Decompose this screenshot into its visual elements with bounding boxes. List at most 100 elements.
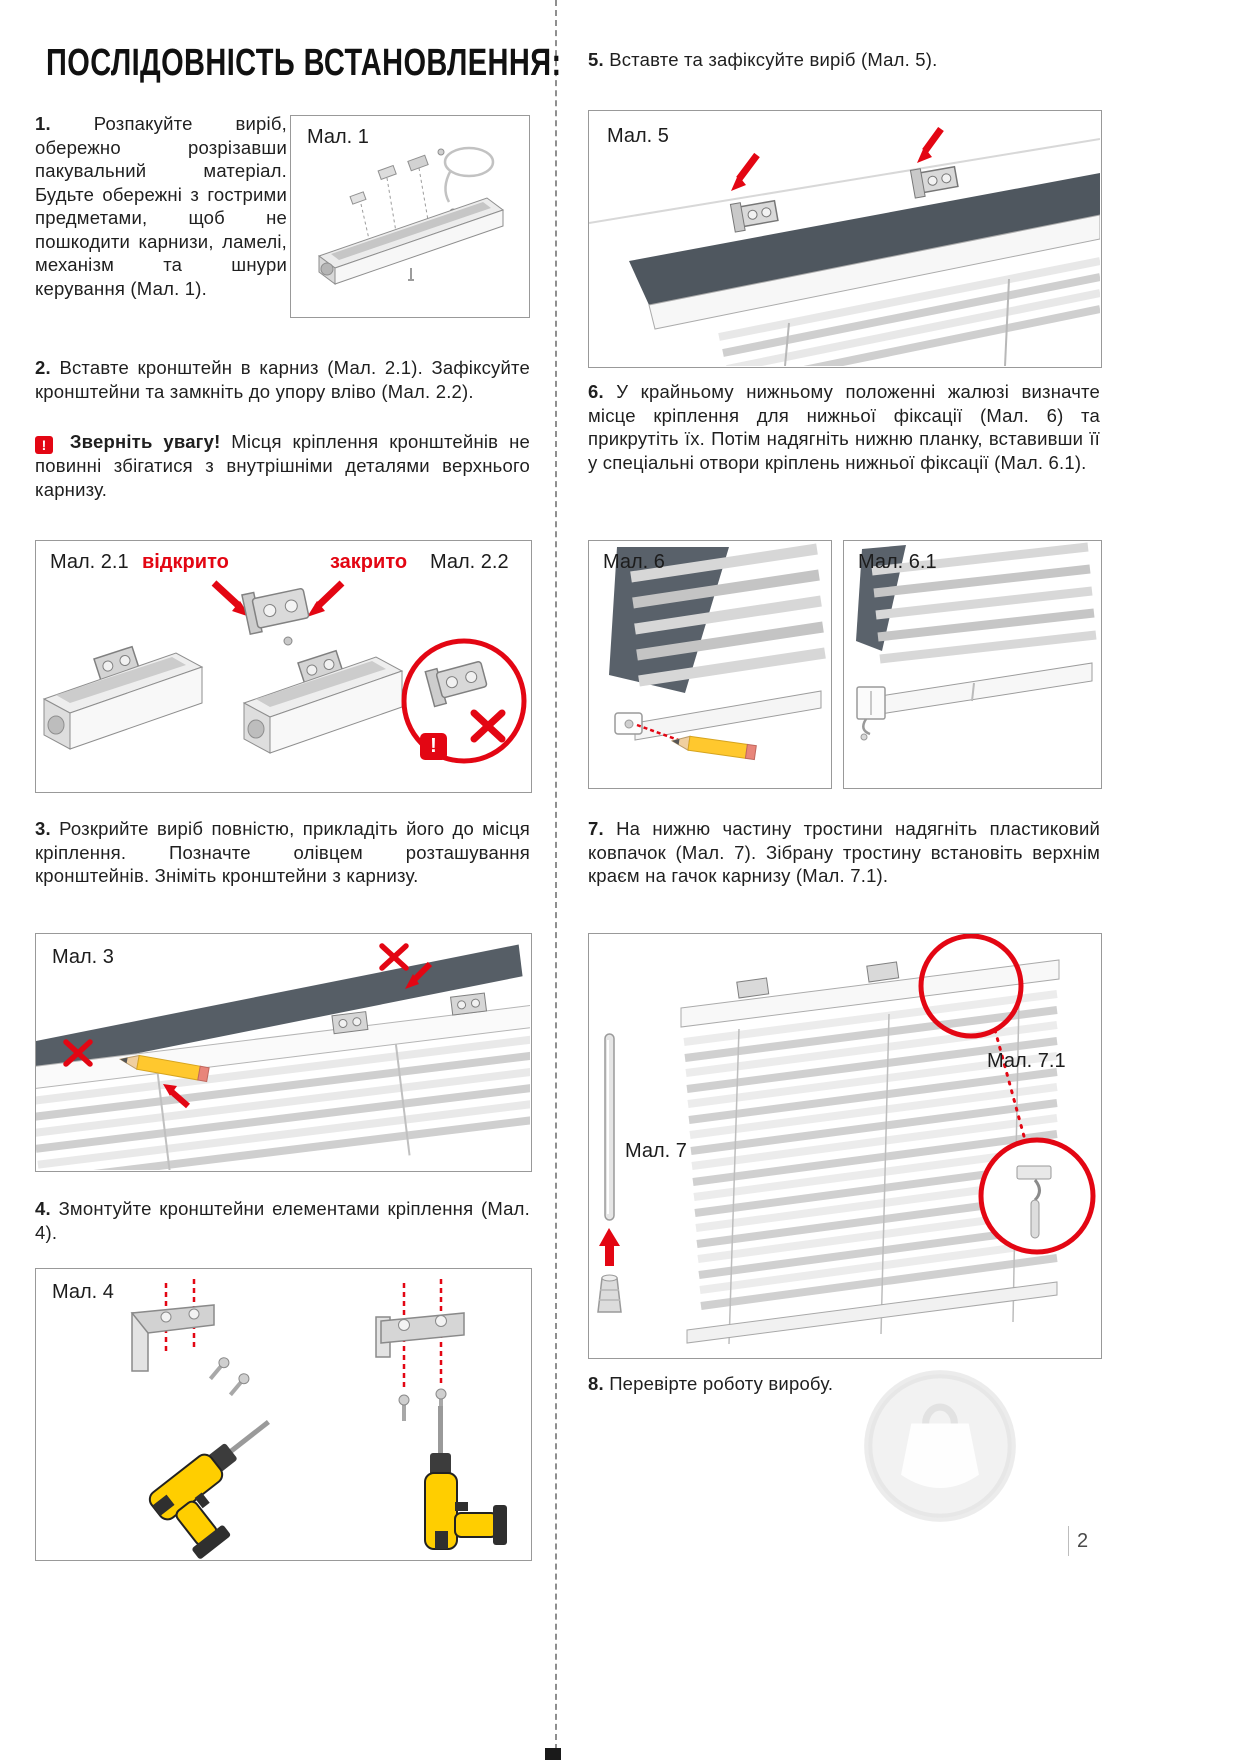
figure-6-1-label: Мал. 6.1 [858, 551, 937, 573]
figure-5-box: Мал. 5 [588, 110, 1102, 368]
figure-5-label: Мал. 5 [607, 125, 669, 147]
bracket [736, 977, 770, 999]
column-divider [555, 0, 557, 1760]
slats [718, 257, 1100, 366]
figure-2-2-label: Мал. 2.2 [430, 551, 509, 573]
red-arrow-top [405, 961, 433, 989]
loose-parts [349, 148, 457, 216]
figure-6-illustration [609, 543, 826, 761]
cornice-channel [317, 197, 505, 285]
divider-end-mark [545, 1748, 561, 1760]
figure-6-1-box: Мал. 6.1 [843, 540, 1102, 789]
plastic-cap [597, 1274, 622, 1313]
pencil-icon [118, 1054, 210, 1083]
step-7: 7. На нижню частину тростини надягніть п… [588, 817, 1100, 888]
cross-mark-left [63, 1039, 93, 1067]
red-dashed-line [636, 723, 682, 743]
fixation-clip [614, 712, 643, 735]
step-3-number: 3. [35, 818, 51, 839]
detail-circle [978, 1137, 1096, 1255]
bracket [729, 199, 779, 233]
step-8-text: Перевірте роботу виробу. [609, 1373, 834, 1394]
figure-6-box: Мал. 6 [588, 540, 832, 789]
figure-1-illustration [317, 146, 505, 285]
step-5: 5. Вставте та зафіксуйте виріб (Мал. 5). [588, 48, 1100, 72]
figure-7-box: Мал. 7.1 Мал. 7 [588, 933, 1102, 1359]
figure-4-box: Мал. 4 [35, 1268, 532, 1561]
figure-5-illustration [589, 126, 1100, 366]
step-2-number: 2. [35, 357, 51, 378]
screw [228, 1373, 250, 1397]
screw [208, 1357, 230, 1381]
step-2: 2. Вставте кронштейн в карниз (Мал. 2.1)… [35, 356, 530, 403]
hook-highlight-circle [918, 934, 1024, 1039]
step-4-text: Змонтуйте кронштейни елементами кріпленн… [35, 1198, 531, 1243]
bag-icon [901, 1423, 979, 1489]
step-5-text: Вставте та зафіксуйте виріб (Мал. 5). [609, 49, 938, 70]
drill-icon [424, 1406, 507, 1550]
cornice-left [42, 645, 204, 750]
red-dotted-line [993, 1028, 1027, 1142]
figure-1-label: Мал. 1 [307, 126, 369, 148]
cross-mark [470, 709, 506, 743]
red-arrow [917, 126, 944, 163]
step-8-number: 8. [588, 1373, 604, 1394]
step-3: 3. Розкрийте виріб повністю, прикладіть … [35, 817, 530, 888]
slats [871, 542, 1097, 664]
bracket [909, 165, 959, 199]
page-number-block: 2 [1068, 1526, 1088, 1556]
bracket-part [241, 587, 310, 636]
step-1-number: 1. [35, 113, 51, 134]
pencil-icon [670, 735, 757, 761]
step-4-number: 4. [35, 1198, 51, 1219]
headrail [680, 959, 1060, 1028]
bracket-right [375, 1279, 465, 1421]
red-arrow [731, 152, 760, 191]
slats [630, 543, 826, 687]
bottom-rail [686, 1281, 1058, 1344]
figure-6-label: Мал. 6 [603, 551, 665, 573]
wrong-position-callout [401, 638, 527, 764]
figure-7-label: Мал. 7 [625, 1140, 687, 1162]
figure-4-label: Мал. 4 [52, 1281, 114, 1303]
page-number-rule [1068, 1526, 1069, 1556]
figure-7-1-label: Мал. 7.1 [987, 1050, 1066, 1072]
figure-3-illustration [36, 943, 530, 1170]
bottom-rail [873, 662, 1093, 716]
figure-1-box: Мал. 1 [290, 115, 530, 318]
figure-2-illustration [42, 580, 527, 764]
window-recess [629, 173, 1100, 305]
figure-7-illustration [597, 934, 1096, 1345]
step-7-text: На нижню частину тростини надягніть плас… [588, 818, 1101, 886]
figure-6-1-illustration [856, 542, 1097, 741]
warning-text: Місця кріплення кронштейнів не повинні з… [35, 431, 530, 500]
figure-2-open-label: відкрито [142, 551, 229, 573]
bracket-left [130, 1279, 250, 1397]
end-fixation-bracket [856, 686, 886, 741]
figure-4-illustration [130, 1279, 507, 1559]
screw [398, 1394, 410, 1421]
warning-title: Зверніть увагу! [69, 431, 221, 452]
step-6-text: У крайньому нижньому положенні жалюзі ви… [588, 381, 1101, 473]
blinds [36, 944, 530, 1170]
control-cord [443, 146, 495, 178]
step-1: 1. Розпакуйте виріб, обережно розрізавши… [35, 112, 287, 300]
exclamation-mark: ! [420, 733, 447, 760]
figure-2-1-label: Мал. 2.1 [50, 551, 129, 573]
step-4: 4. Змонтуйте кронштейни елементами кріпл… [35, 1197, 530, 1244]
step-5-number: 5. [588, 49, 604, 70]
headrail [648, 214, 1100, 330]
step-2-warning: ! Зверніть увагу! Місця кріплення кроншт… [35, 430, 530, 501]
step-7-number: 7. [588, 818, 604, 839]
step-6-number: 6. [588, 381, 604, 402]
bottom-rail [634, 690, 822, 741]
drill-icon [148, 1419, 270, 1559]
figure-2-closed-label: закрито [330, 551, 408, 573]
warning-icon: ! [35, 436, 53, 454]
step-3-text: Розкрийте виріб повністю, прикладіть йог… [35, 818, 530, 886]
step-1-text: Розпакуйте виріб, обережно розрізавши па… [35, 113, 287, 299]
step-8: 8. Перевірте роботу виробу. [588, 1372, 1100, 1396]
cornice-right [242, 649, 404, 754]
step-2-text: Вставте кронштейн в карниз (Мал. 2.1). З… [35, 357, 530, 402]
